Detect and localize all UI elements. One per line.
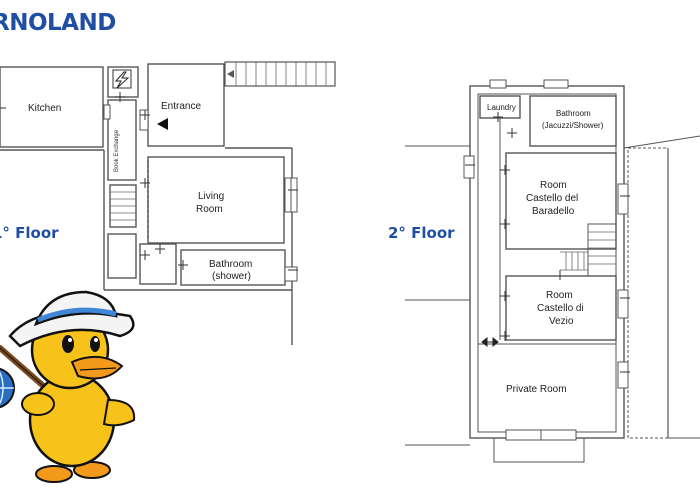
kitchen-room [0,66,104,148]
book-exchange-label: Book Exchange [114,129,120,172]
entrance-label: Entrance [161,101,201,112]
second-floor-inner-wall [477,93,617,433]
entrance-room [147,63,225,147]
second-floor-plan [469,85,669,463]
hall-room [139,243,177,285]
second-floor-label: 2° Floor [388,224,455,242]
stairs-second [560,223,617,277]
hat [8,290,135,348]
stairs-top-hatch [224,61,336,87]
baradello-label-line3: Baradello [532,206,575,217]
vezio-label-line1: Room [546,290,573,301]
living-room-label-line1: Living [198,191,224,202]
vezio-label-line2: Castello di [537,303,584,314]
living-room-label-line2: Room [196,204,223,215]
double-arrow-marker [481,336,499,348]
storage-room [107,233,137,279]
dashed-terrace [627,147,669,439]
baradello-label-line1: Room [540,180,567,191]
bathroom-second-label-line2: (Jacuzzi/Shower) [542,121,604,130]
door-marks [0,92,298,271]
laundry-label: Laundry [487,103,516,112]
first-floor-label: 1° Floor [0,224,59,242]
stairs-first-steps [110,191,136,221]
globe-icon [0,367,15,409]
second-floor-windows [463,79,629,441]
lightning-icon [112,69,132,89]
bathroom-second-label-line1: Bathroom [556,109,591,118]
second-door-marks [465,112,630,373]
balcony [493,437,585,463]
kitchen-label: Kitchen [28,103,61,114]
first-floor-plan [0,63,293,345]
baradello-label-line2: Castello del [526,193,578,204]
bathroom-first-label-line2: (shower) [212,271,251,282]
neighbor-walls [405,135,700,446]
private-room-label: Private Room [506,384,567,395]
book-exchange-corridor [107,99,137,181]
page-title: RNOLAND [0,10,116,36]
room-vezio [505,275,617,341]
bathroom-first-label-line1: Bathroom [209,259,252,270]
first-floor-windows [103,104,298,282]
bathroom-second [529,95,617,147]
duck-mascot [0,290,136,483]
vezio-label-line3: Vezio [549,316,574,327]
room-baradello [505,152,617,250]
arrow-marker-icon [157,118,168,130]
